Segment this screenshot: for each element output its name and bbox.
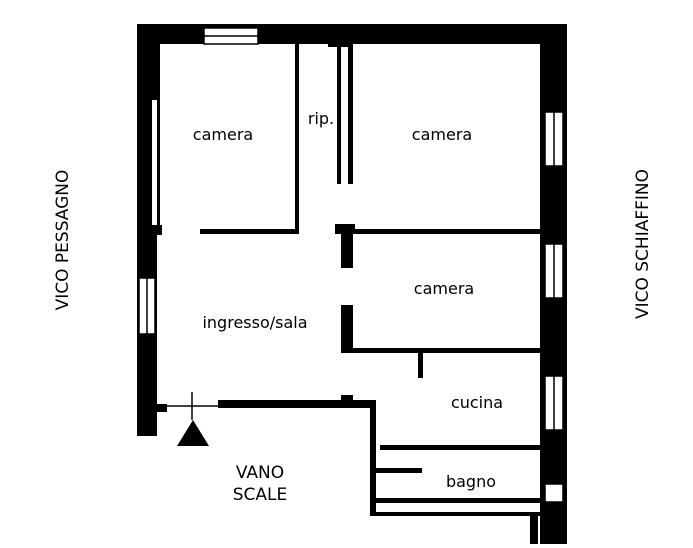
street-label-left: VICO PESSAGNO	[53, 170, 73, 311]
room-label-camera-1: camera	[193, 125, 253, 144]
stairs-label-line1: VANO	[236, 463, 284, 483]
windows	[138, 27, 564, 503]
room-label-ingresso: ingresso/sala	[202, 313, 307, 332]
room-label-bagno: bagno	[446, 472, 496, 491]
room-label-rip: rip.	[308, 109, 334, 128]
entrance-triangle-icon	[177, 420, 209, 446]
interior-walls	[157, 44, 567, 544]
stairs-label-line2: SCALE	[233, 485, 288, 505]
room-label-camera-3: camera	[414, 279, 474, 298]
room-label-cucina: cucina	[451, 393, 503, 412]
street-label-right: VICO SCHIAFFINO	[633, 169, 653, 319]
room-label-camera-2: camera	[412, 125, 472, 144]
window-right-4	[544, 483, 564, 503]
